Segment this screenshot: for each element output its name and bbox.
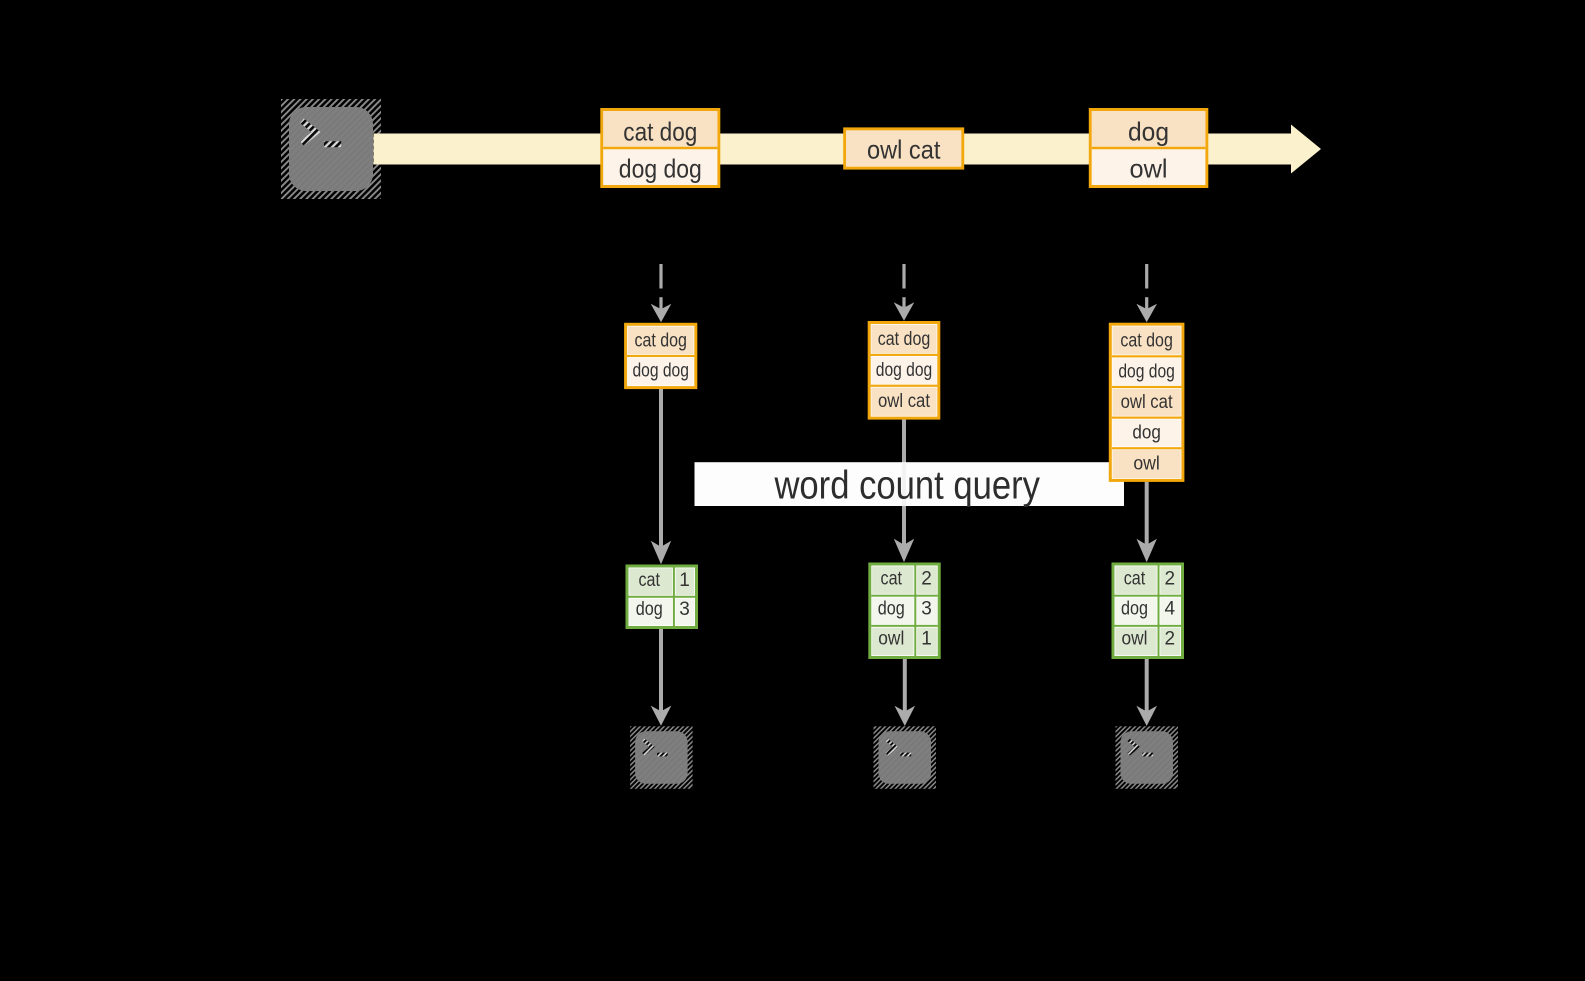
svg-text:dog dog: dog dog (876, 360, 933, 381)
svg-text:cat dog: cat dog (623, 117, 697, 147)
svg-text:owl cat: owl cat (1121, 392, 1174, 413)
svg-text:cat dog: cat dog (878, 329, 931, 350)
svg-text:dog dog: dog dog (632, 361, 689, 382)
svg-text:2: 2 (921, 568, 932, 589)
svg-text:dog: dog (878, 599, 905, 620)
svg-text:cat dog: cat dog (634, 331, 687, 352)
svg-text:cat: cat (881, 568, 903, 589)
svg-text:cat: cat (1124, 568, 1146, 589)
svg-text:owl cat: owl cat (867, 135, 941, 165)
svg-text:owl: owl (878, 629, 904, 650)
svg-text:dog: dog (1132, 423, 1161, 444)
svg-text:1: 1 (921, 629, 932, 650)
svg-text:1: 1 (679, 570, 690, 591)
svg-text:dog dog: dog dog (619, 154, 702, 184)
svg-text:dog: dog (1128, 117, 1169, 147)
svg-text:dog dog: dog dog (1118, 361, 1175, 382)
svg-text:owl: owl (1130, 154, 1168, 184)
svg-text:3: 3 (679, 599, 690, 620)
svg-text:owl: owl (1122, 629, 1148, 650)
svg-text:2: 2 (1165, 629, 1176, 650)
svg-text:cat: cat (638, 570, 660, 591)
svg-text:2: 2 (1165, 568, 1176, 589)
svg-text:dog: dog (1121, 599, 1148, 620)
svg-text:owl cat: owl cat (878, 391, 931, 412)
svg-text:owl: owl (1133, 453, 1160, 474)
svg-text:3: 3 (921, 599, 932, 620)
svg-text:word count query: word count query (774, 464, 1040, 508)
svg-text:cat dog: cat dog (1120, 331, 1173, 352)
svg-text:dog: dog (636, 599, 663, 620)
svg-text:4: 4 (1165, 599, 1176, 620)
